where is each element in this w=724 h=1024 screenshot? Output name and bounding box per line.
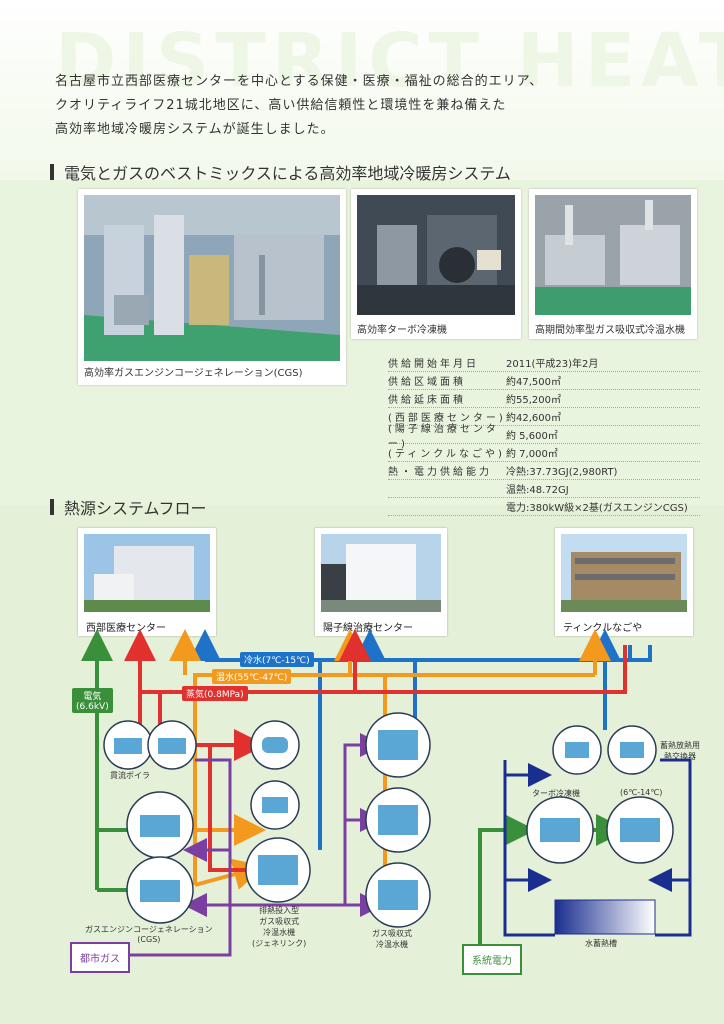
heading-marker [50,164,54,180]
cgs-label: ガスエンジンコージェネレーション (CGS) [85,925,213,944]
heading-marker [50,499,54,515]
boiler-label: 貫流ボイラ [110,771,150,780]
building-card-seibu: 西部医療センター [78,528,216,636]
spec-value: 約 7,000㎡ [506,449,558,460]
absorption-photo-card: 高期間効率型ガス吸収式冷温水機 [529,189,697,339]
photo-caption: 高効率ターボ冷凍機 [357,325,447,336]
spec-key: (陽子線治療センター) [388,423,499,450]
building-card-twinkle: ティンクルなごや [555,528,693,636]
section-title: 熱源システムフロー [64,499,207,518]
spec-value: 約 5,600㎡ [506,431,558,442]
section-title: 電気とガスのベストミックスによる高効率地域冷暖房システム [64,164,511,183]
building-name: 陽子線治療センター [323,623,413,634]
spec-row: 供給開始年月日 2011(平成23)年2月 [388,354,700,372]
spec-row: 熱・電力供給能力 冷熱:37.73GJ(2,980RT) [388,462,700,480]
spec-key: 供給区域面積 [388,377,466,388]
photo-caption: 高効率ガスエンジンコージェネレーション(CGS) [84,368,303,379]
building-name: 西部医療センター [86,623,166,634]
spec-key: 熱・電力供給能力 [388,467,492,478]
hot-water-label: 温水(55℃-47℃) [212,669,292,684]
spec-value: 冷熱:37.73GJ(2,980RT) [506,467,618,478]
spec-row: 電力:380kW級×2基(ガスエンジンCGS) [388,498,700,516]
turbo-chiller-label: ターボ冷凍機 [532,789,580,798]
thermal-storage-circuit [503,758,692,937]
spec-key: (西部医療センター) [388,413,506,424]
background-heading: DISTRICT HEAT [55,18,724,104]
proton-building-photo [321,534,441,612]
spec-row: (西部医療センター)約42,600㎡ [388,408,700,426]
twinkle-building-photo [561,534,687,612]
building-card-proton: 陽子線治療センター [315,528,447,636]
electric-lines [81,629,628,950]
spec-value: 約55,200㎡ [506,395,561,406]
grid-power-box: 系統電力 [462,944,522,975]
photo-caption: 高期間効率型ガス吸収式冷温水機 [535,325,685,336]
spec-key: 供給延床面積 [388,395,466,406]
intro-text: 名古屋市立西部医療センターを中心とする保健・医療・福祉の総合的エリア、 クオリテ… [55,70,543,142]
spec-key: 供給開始年月日 [388,359,479,370]
spec-value: 約42,600㎡ [506,413,561,424]
spec-value: 電力:380kW級×2基(ガスエンジンCGS) [506,503,688,514]
temperature-label: (6℃-14℃) [620,788,663,797]
cgs-photo-card: 高効率ガスエンジンコージェネレーション(CGS) [78,189,346,385]
steam-label: 蒸気(0.8MPa) [182,686,248,701]
spec-row: (ティンクルなごや)約 7,000㎡ [388,444,700,462]
equipment-icons [103,712,674,935]
spec-key: (ティンクルなごや) [388,449,505,460]
exhaust-heat-chiller-label: 排熱投入型 ガス吸収式 冷温水機 (ジェネリンク) [252,906,307,948]
spec-value: 約47,500㎡ [506,377,561,388]
seibu-building-photo [84,534,210,612]
water-storage-tank-label: 水蓄熱槽 [585,939,617,948]
gas-absorption-chiller-label: ガス吸収式 冷温水機 [372,929,412,949]
spec-row: (陽子線治療センター) 約 5,600㎡ [388,424,700,450]
intro-line: 名古屋市立西部医療センターを中心とする保健・医療・福祉の総合的エリア、 [55,74,544,89]
spec-value: 2011(平成23)年2月 [506,359,599,370]
spec-row: 供給延床面積 約55,200㎡ [388,390,700,408]
electric-label: 電気 (6.6kV) [72,688,113,713]
spec-row: 温熱:48.72GJ [388,480,700,498]
intro-line: クオリティライフ21城北地区に、高い供給信頼性と環境性を兼ね備えた [55,98,507,113]
turbo-photo-card: 高効率ターボ冷凍機 [351,189,521,339]
spec-value: 温熱:48.72GJ [506,485,569,496]
spec-row: 供給区域面積 約47,500㎡ [388,372,700,390]
section-heading: 熱源システムフロー [50,495,207,519]
turbo-photo [357,195,515,315]
cgs-photo [84,195,340,361]
absorption-photo [535,195,691,315]
chilled-water-label: 冷水(7℃-15℃) [240,652,314,667]
city-gas-lines [120,733,384,957]
city-gas-box: 都市ガス [70,942,130,973]
intro-line: 高効率地域冷暖房システムが誕生しました。 [55,122,335,137]
heat-exchanger-label: 蓄熱放熱用 熱交換器 [660,741,700,761]
section-heading: 電気とガスのベストミックスによる高効率地域冷暖房システム [50,160,511,184]
building-name: ティンクルなごや [563,623,643,634]
